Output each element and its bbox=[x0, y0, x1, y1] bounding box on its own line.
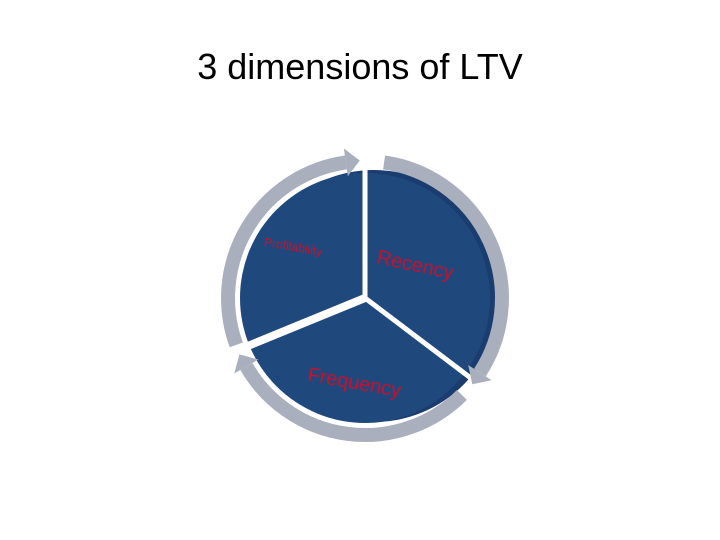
ring-arrow-profitability bbox=[221, 148, 360, 348]
slide-title: 3 dimensions of LTV bbox=[197, 46, 523, 87]
divider-left bbox=[236, 294, 367, 354]
ring-arrow-recency bbox=[383, 155, 509, 385]
ring-arrow-frequency bbox=[234, 354, 467, 442]
divider-right bbox=[363, 296, 478, 384]
